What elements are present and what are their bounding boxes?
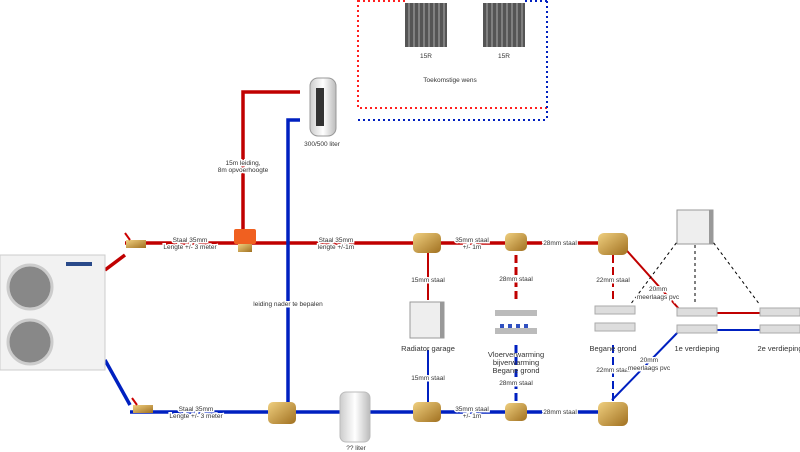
tbd-label: leiding nader te bepalen	[253, 301, 323, 308]
riser-label: 15m leiding,	[225, 160, 260, 167]
tee-fitting	[413, 402, 441, 422]
consumer-label: Vloerverwarming	[488, 350, 544, 359]
pipe-label: Staal 35mm	[173, 237, 208, 244]
motorized-valve	[234, 229, 256, 252]
pipe-label: 15mm staal	[411, 375, 445, 382]
floor-heating-manifold	[495, 310, 537, 334]
thermostat-panel	[676, 209, 714, 245]
pipe-label: 20mm	[649, 286, 667, 293]
tee-fitting	[598, 233, 628, 255]
ball-valve	[131, 397, 153, 413]
pipe-label: lengte +/-1m	[318, 244, 354, 251]
tee-fitting	[413, 233, 441, 253]
pipe-label: +/- 1m	[463, 244, 482, 251]
pipe-label: 28mm staal	[543, 409, 577, 416]
pipe-label: 22mm staal	[596, 277, 630, 284]
buffer-label: ?? liter	[346, 445, 366, 452]
boiler-label: 300/500 liter	[304, 141, 341, 148]
pipe-label: 20mm	[640, 357, 658, 364]
buffer-tank	[339, 391, 371, 443]
pipe-label: meerlaags pvc	[628, 365, 671, 372]
consumer-label: bijverwarming	[493, 358, 539, 367]
pipe-label: 28mm staal	[543, 240, 577, 247]
pipe-label: +/- 1m	[463, 413, 482, 420]
pipe-label: 15mm staal	[411, 277, 445, 284]
collector-label: 15R	[420, 53, 432, 60]
consumer-label: Begane grond	[492, 366, 539, 375]
pipe-label: 35mm staal	[455, 237, 489, 244]
solar-caption: Toekomstige wens	[423, 77, 477, 84]
consumer-label: 2e verdieping	[757, 344, 800, 353]
collector-label: 15R	[498, 53, 510, 60]
pipe-label: Lengte +/- 3 meter	[169, 413, 223, 420]
tee-fitting	[505, 403, 527, 421]
tee-fitting	[505, 233, 527, 251]
consumer-label: 1e verdieping	[674, 344, 719, 353]
pipe-label: meerlaags pvc	[637, 294, 680, 301]
tee-fitting	[598, 402, 628, 426]
manifold-first	[676, 307, 718, 334]
solar-collector	[483, 3, 525, 47]
pipe-label: 28mm staal	[499, 276, 533, 283]
pipe-label: Lengte +/- 3 meter	[163, 244, 217, 251]
consumer-label: Radiator garage	[401, 344, 455, 353]
boiler-tank	[309, 77, 337, 137]
radiator	[409, 301, 445, 339]
pipe-label: 35mm staal	[455, 406, 489, 413]
riser-label: 8m opvoerhoogte	[218, 167, 269, 174]
manifold-second	[759, 307, 800, 334]
control-wires	[629, 237, 761, 306]
manifold-ground	[594, 305, 636, 332]
pipe-label: Staal 35mm	[179, 406, 214, 413]
solar-loop	[357, 0, 548, 121]
supply-pipes	[103, 90, 760, 314]
heat-pump-outdoor-unit	[0, 254, 106, 371]
solar-collector	[405, 3, 447, 47]
pipe-label: 28mm staal	[499, 380, 533, 387]
pipe-label: 22mm staal	[596, 367, 630, 374]
pipe-label: Staal 35mm	[319, 237, 354, 244]
tee-fitting	[268, 402, 296, 424]
consumer-label: Begane grond	[589, 344, 636, 353]
ball-valve	[124, 232, 146, 248]
